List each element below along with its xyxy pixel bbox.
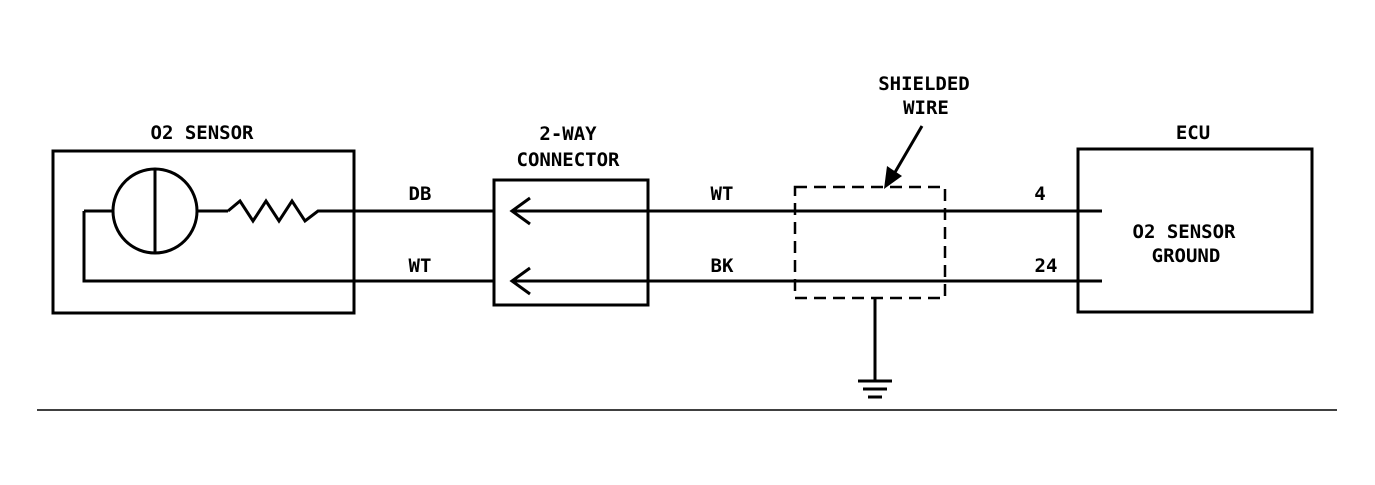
connector-title-line1: 2-WAY: [539, 123, 597, 145]
o2-sensor-title: O2 SENSOR: [151, 122, 255, 144]
ecu-inner-label-line2: GROUND: [1152, 245, 1221, 267]
sensor-element-symbol: [84, 167, 228, 255]
ecu-inner-label-line1: O2 SENSOR: [1133, 221, 1237, 243]
wire-label-bk: BK: [711, 255, 734, 277]
shield-pointer-arrow: [884, 125, 924, 189]
connector-title-line2: CONNECTOR: [517, 149, 621, 171]
ecu-pin-4-label: 4: [1034, 183, 1045, 205]
wire-label-wt-sensor: WT: [409, 255, 432, 277]
o2-sensor-box: [51, 149, 356, 315]
ecu-title: ECU: [1176, 122, 1210, 144]
shield-title-line2: WIRE: [903, 97, 949, 119]
sensor-internal-return: [82, 211, 350, 283]
two-way-connector-box: [492, 178, 650, 307]
ecu-pin-24-label: 24: [1035, 255, 1058, 277]
shield-dashed-box: [793, 185, 947, 300]
shield-title-line1: SHIELDED: [878, 73, 970, 95]
resistor-symbol: [227, 198, 350, 224]
wire-label-db: DB: [409, 183, 432, 205]
ecu-box: [1076, 147, 1314, 314]
wire-label-wt-ecu: WT: [711, 183, 734, 205]
ground-symbol-icon: [858, 379, 892, 399]
